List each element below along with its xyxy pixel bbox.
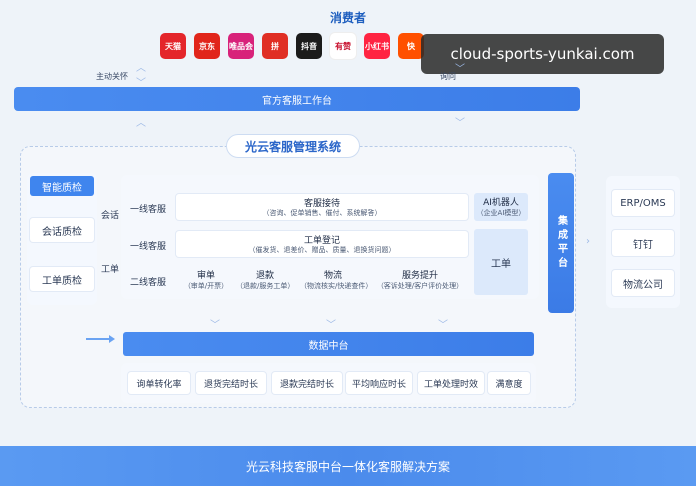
metric-item[interactable]: 退货完结时长 [196,372,266,394]
service-improvement[interactable]: 服务提升 （客诉处理/客户评价处理） [372,268,468,294]
workorder-side-label: 工单 [101,265,120,275]
work-order-box[interactable]: 工单 [474,229,528,295]
chevron-down-icon: ﹀ [136,78,146,89]
registration-title: 工单登记 [303,236,340,246]
integration-platform[interactable]: 集成平台 [548,173,574,313]
refund-title: 退款 [255,271,274,281]
jd-app-icon[interactable]: 京东 [194,33,220,59]
chevron-down-icon: ﹀ [210,320,220,331]
tmall-app-icon[interactable]: 天猫 [160,33,186,59]
dingtalk-item[interactable]: 钉钉 [612,230,674,256]
logistics-sub: （物流核实/快递查件） [300,282,373,290]
smart-qc-header[interactable]: 智能质检 [30,176,94,196]
consumer-title: 消费者 [329,10,366,25]
row-label-second-line: 二线客服 [130,278,167,288]
chevron-down-icon: ﹀ [455,118,465,129]
vipshop-app-icon[interactable]: 唯品会 [228,33,254,59]
row-label-first-line: 一线客服 [130,242,167,252]
xiaohongshu-app-icon[interactable]: 小红书 [364,33,390,59]
youzan-app-icon[interactable]: 有赞 [330,33,356,59]
pinduoduo-app-icon[interactable]: 拼 [262,33,288,59]
logistics-service[interactable]: 物流 （物流核实/快递查件） [300,268,373,294]
douyin-app-icon[interactable]: 抖音 [296,33,322,59]
reception-box[interactable]: 客服接待 （咨询、促单销售、催付、系统解答） [176,194,468,220]
reception-sub: （咨询、促单销售、催付、系统解答） [262,209,382,217]
kuaishou-app-icon[interactable]: 快 [398,33,424,59]
service-improvement-sub: （客诉处理/客户评价处理） [376,282,464,290]
watermark-overlay: cloud-sports-yunkai.com [421,34,664,74]
session-side-label: 会话 [101,211,120,221]
chevron-down-icon: ﹀ [326,320,336,331]
refund-sub: （退款/服务工单） [236,282,295,290]
logistics-title: 物流 [323,271,342,281]
registration-box[interactable]: 工单登记 （催发货、退差价、赠品、质量、退换货问题） [176,231,468,257]
chevron-up-icon: ︿ [136,63,146,74]
metric-item[interactable]: 询单转化率 [128,372,190,394]
system-title: 光云客服管理系统 [226,134,360,158]
metric-item[interactable]: 平均响应时长 [346,372,412,394]
logistics-company-item[interactable]: 物流公司 [612,270,674,296]
footer-banner: 光云科技客服中台一体化客服解决方案 [0,446,696,486]
chevron-down-icon: ﹀ [438,320,448,331]
metric-item[interactable]: 满意度 [488,372,530,394]
chevron-right-icon: › [586,236,590,247]
ai-bot-box[interactable]: AI机器人 （企业AI模型） [474,193,528,221]
ai-bot-sub: （企业AI模型） [476,209,526,217]
metric-item[interactable]: 退款完结时长 [272,372,342,394]
metric-item[interactable]: 工单处理时效 [418,372,484,394]
reception-title: 客服接待 [303,199,340,209]
refund-service[interactable]: 退款 （退款/服务工单） [236,268,294,294]
audit-sub: （审单/开票） [183,282,229,290]
inquiry-label: 询问 [440,72,456,81]
proactive-care-label: 主动关怀 [96,72,128,81]
data-center-bar[interactable]: 数据中台 [123,332,534,356]
official-workbench-bar[interactable]: 官方客服工作台 [14,87,580,111]
row-label-first-line: 一线客服 [130,205,167,215]
workorder-qc-item[interactable]: 工单质检 [30,267,94,291]
service-improvement-title: 服务提升 [401,271,438,281]
erp-oms-item[interactable]: ERP/OMS [612,190,674,216]
chevron-up-icon: ︿ [136,118,146,129]
session-qc-item[interactable]: 会话质检 [30,218,94,242]
ai-bot-title: AI机器人 [483,198,519,208]
arrow-right-icon [86,335,115,343]
audit-service[interactable]: 审单 （审单/开票） [180,268,232,294]
chevron-down-icon: ﹀ [455,64,465,75]
registration-sub: （催发货、退差价、赠品、质量、退换货问题） [248,246,396,254]
audit-title: 审单 [196,271,215,281]
platform-app-row: 天猫 京东 唯品会 拼 抖音 有赞 小红书 快 [160,33,424,59]
